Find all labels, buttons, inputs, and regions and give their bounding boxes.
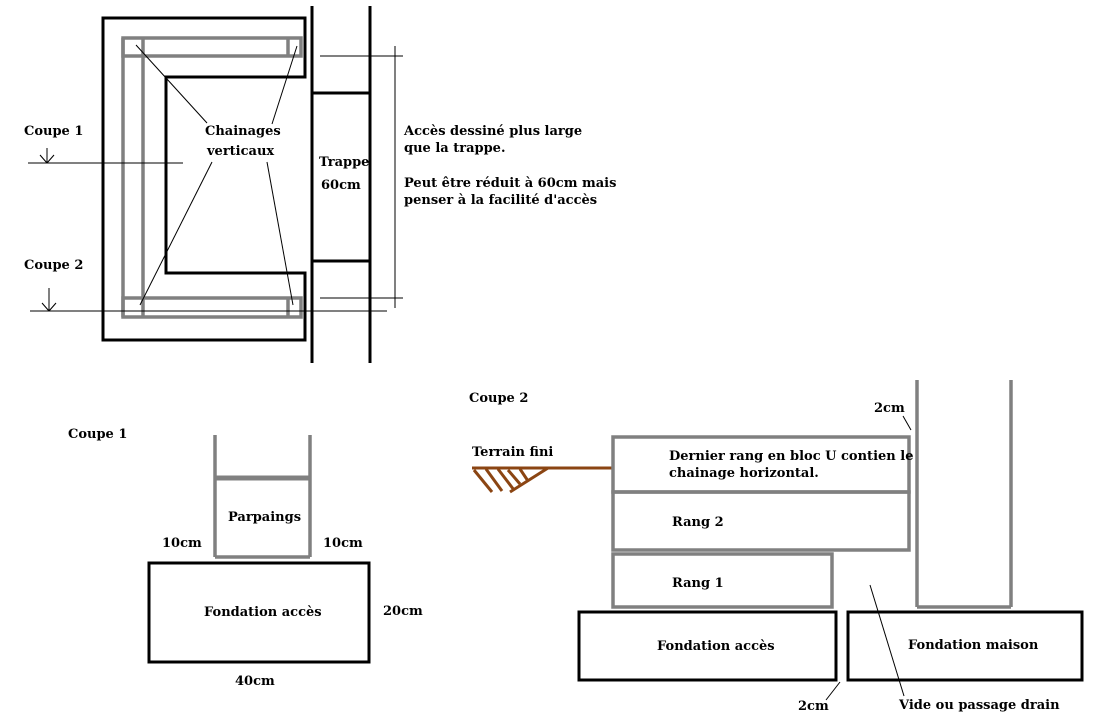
trappe-label: Trappe — [319, 155, 370, 170]
ground-label: Terrain fini — [472, 445, 554, 460]
block-rows — [611, 435, 911, 609]
block-walls — [121, 36, 303, 319]
gap-top-label: 2cm — [874, 401, 905, 416]
row2-label: Rang 2 — [672, 515, 724, 530]
section1-title: Coupe 1 — [68, 427, 128, 442]
trappe-opening — [310, 91, 372, 263]
section-cuts — [28, 148, 387, 312]
plan-view — [28, 6, 403, 363]
chainage-leaders — [135, 44, 298, 306]
section1-foundation-label: Fondation accès — [204, 605, 322, 620]
plan-coupe2-label: Coupe 2 — [24, 258, 84, 273]
note-line2: que la trappe. — [404, 141, 506, 156]
top-row-line1: Dernier rang en bloc U contien le — [669, 449, 914, 464]
note-line4: penser à la facilité d'accès — [404, 193, 598, 208]
access-outline — [101, 16, 307, 342]
drain-label: Vide ou passage drain — [899, 698, 1060, 713]
section1-left-offset: 10cm — [162, 536, 202, 551]
row1-label: Rang 1 — [672, 576, 724, 591]
plan-coupe1-label: Coupe 1 — [24, 124, 84, 139]
dimension-lines — [320, 46, 403, 308]
foundation-access-label: Fondation accès — [657, 639, 775, 654]
section2-title: Coupe 2 — [469, 391, 529, 406]
house-wall-section — [915, 380, 1013, 609]
section2-view — [472, 380, 1084, 701]
chainages-label-line2: verticaux — [207, 144, 275, 159]
ground-line — [472, 466, 612, 494]
section1-height: 20cm — [383, 604, 423, 619]
note-line3: Peut être réduit à 60cm mais — [404, 176, 617, 191]
section1-foundation — [147, 561, 371, 664]
top-row-line2: chainage horizontal. — [669, 466, 819, 481]
trappe-size-label: 60cm — [321, 178, 361, 193]
foundation-house-label: Fondation maison — [908, 638, 1039, 653]
foundation-house — [846, 610, 1084, 682]
section2-leaders — [825, 415, 912, 701]
section1-width: 40cm — [235, 674, 275, 689]
foundation-access — [577, 610, 838, 682]
section1-right-offset: 10cm — [323, 536, 363, 551]
section1-view — [147, 435, 371, 664]
chainages-label-line1: Chainages — [205, 124, 281, 139]
note-line1: Accès dessiné plus large — [404, 124, 583, 139]
parpaings-label: Parpaings — [228, 510, 302, 525]
gap-bottom-label: 2cm — [798, 699, 829, 714]
